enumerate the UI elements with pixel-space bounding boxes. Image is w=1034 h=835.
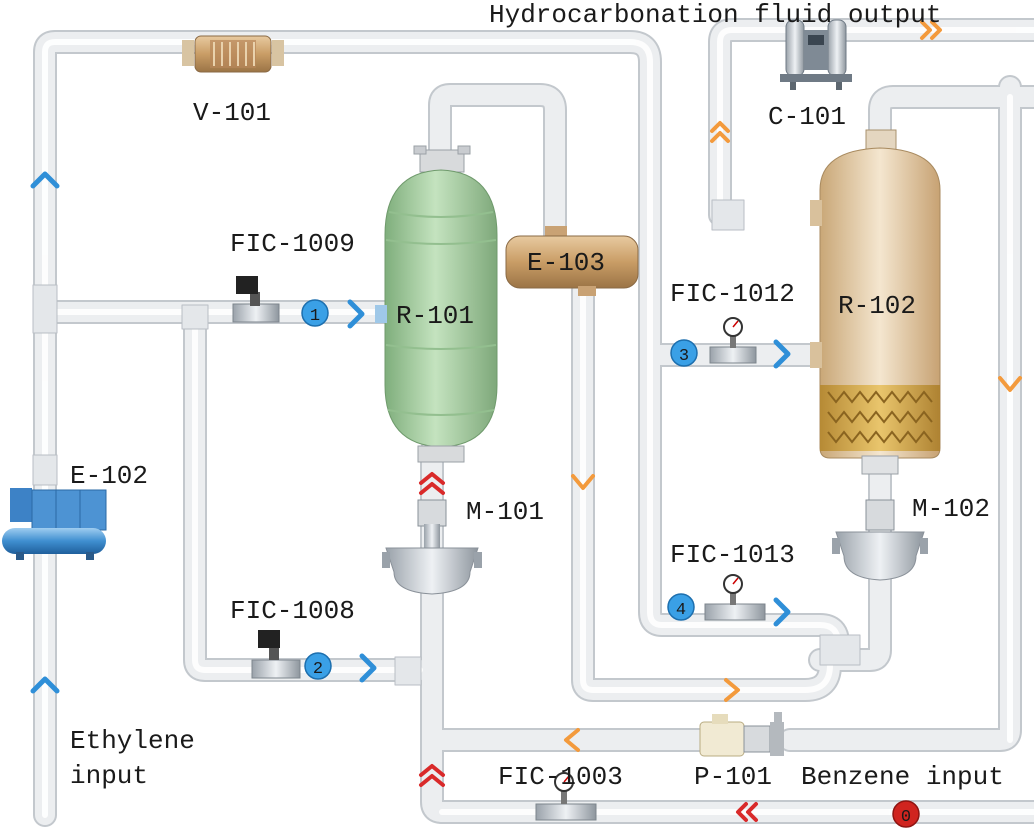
svg-text:1: 1 <box>310 307 320 326</box>
label-m101: M-101 <box>466 497 544 527</box>
chevron-up-icon <box>710 121 730 143</box>
mixer-m102[interactable] <box>832 499 928 581</box>
label-ethylene-2: input <box>70 761 148 791</box>
svg-text:0: 0 <box>901 808 911 827</box>
label-benzene: Benzene input <box>801 762 1004 792</box>
chevron-right-icon <box>773 597 791 627</box>
chevron-left-icon <box>736 802 758 822</box>
badge-4: 4 <box>667 593 695 621</box>
label-fic1012: FIC-1012 <box>670 279 795 309</box>
chevron-down-icon <box>998 376 1022 392</box>
label-p101: P-101 <box>694 762 772 792</box>
pump-p101[interactable] <box>699 712 784 757</box>
label-c101: C-101 <box>768 102 846 132</box>
svg-text:2: 2 <box>313 660 323 679</box>
flowmeter-icon[interactable] <box>232 276 280 323</box>
compressor-e102[interactable] <box>2 488 107 560</box>
chevron-right-icon <box>724 678 740 702</box>
badge-2: 2 <box>304 652 332 680</box>
reactor-r102[interactable] <box>810 129 941 475</box>
gauge-icon[interactable] <box>535 772 597 821</box>
flowmeter-icon[interactable] <box>251 630 301 679</box>
chevron-up-icon <box>30 676 60 694</box>
chevron-right-icon <box>773 339 791 369</box>
filter-v101[interactable] <box>182 35 284 73</box>
badge-0: 0 <box>892 800 920 828</box>
svg-text:3: 3 <box>679 347 689 366</box>
gauge-icon[interactable] <box>709 317 757 364</box>
label-fic1009: FIC-1009 <box>230 229 355 259</box>
mixer-m101[interactable] <box>382 499 482 595</box>
label-r101: R-101 <box>396 301 474 331</box>
dryer-c101[interactable] <box>780 19 852 90</box>
chevron-up-icon <box>419 764 445 787</box>
label-r102: R-102 <box>838 291 916 321</box>
label-e102: E-102 <box>70 461 148 491</box>
badge-1: 1 <box>301 299 329 327</box>
gauge-icon[interactable] <box>704 574 766 621</box>
label-fic1008: FIC-1008 <box>230 596 355 626</box>
label-v101: V-101 <box>193 98 271 128</box>
chevron-left-icon <box>564 728 580 752</box>
label-m102: M-102 <box>912 494 990 524</box>
badge-3: 3 <box>670 339 698 367</box>
label-fic1013: FIC-1013 <box>670 540 795 570</box>
label-output: Hydrocarbonation fluid output <box>489 0 941 30</box>
label-e103: E-103 <box>527 248 605 278</box>
chevron-right-icon <box>359 653 377 683</box>
svg-text:4: 4 <box>676 601 686 620</box>
chevron-up-icon <box>30 171 60 189</box>
reactor-r101[interactable] <box>375 145 498 463</box>
chevron-right-icon <box>347 299 365 329</box>
label-ethylene-1: Ethylene <box>70 726 195 756</box>
chevron-right-icon <box>920 20 942 40</box>
exchanger-e103[interactable] <box>505 226 639 296</box>
label-fic1003: FIC-1003 <box>498 762 623 792</box>
chevron-down-icon <box>571 474 595 490</box>
chevron-up-icon <box>419 472 445 495</box>
